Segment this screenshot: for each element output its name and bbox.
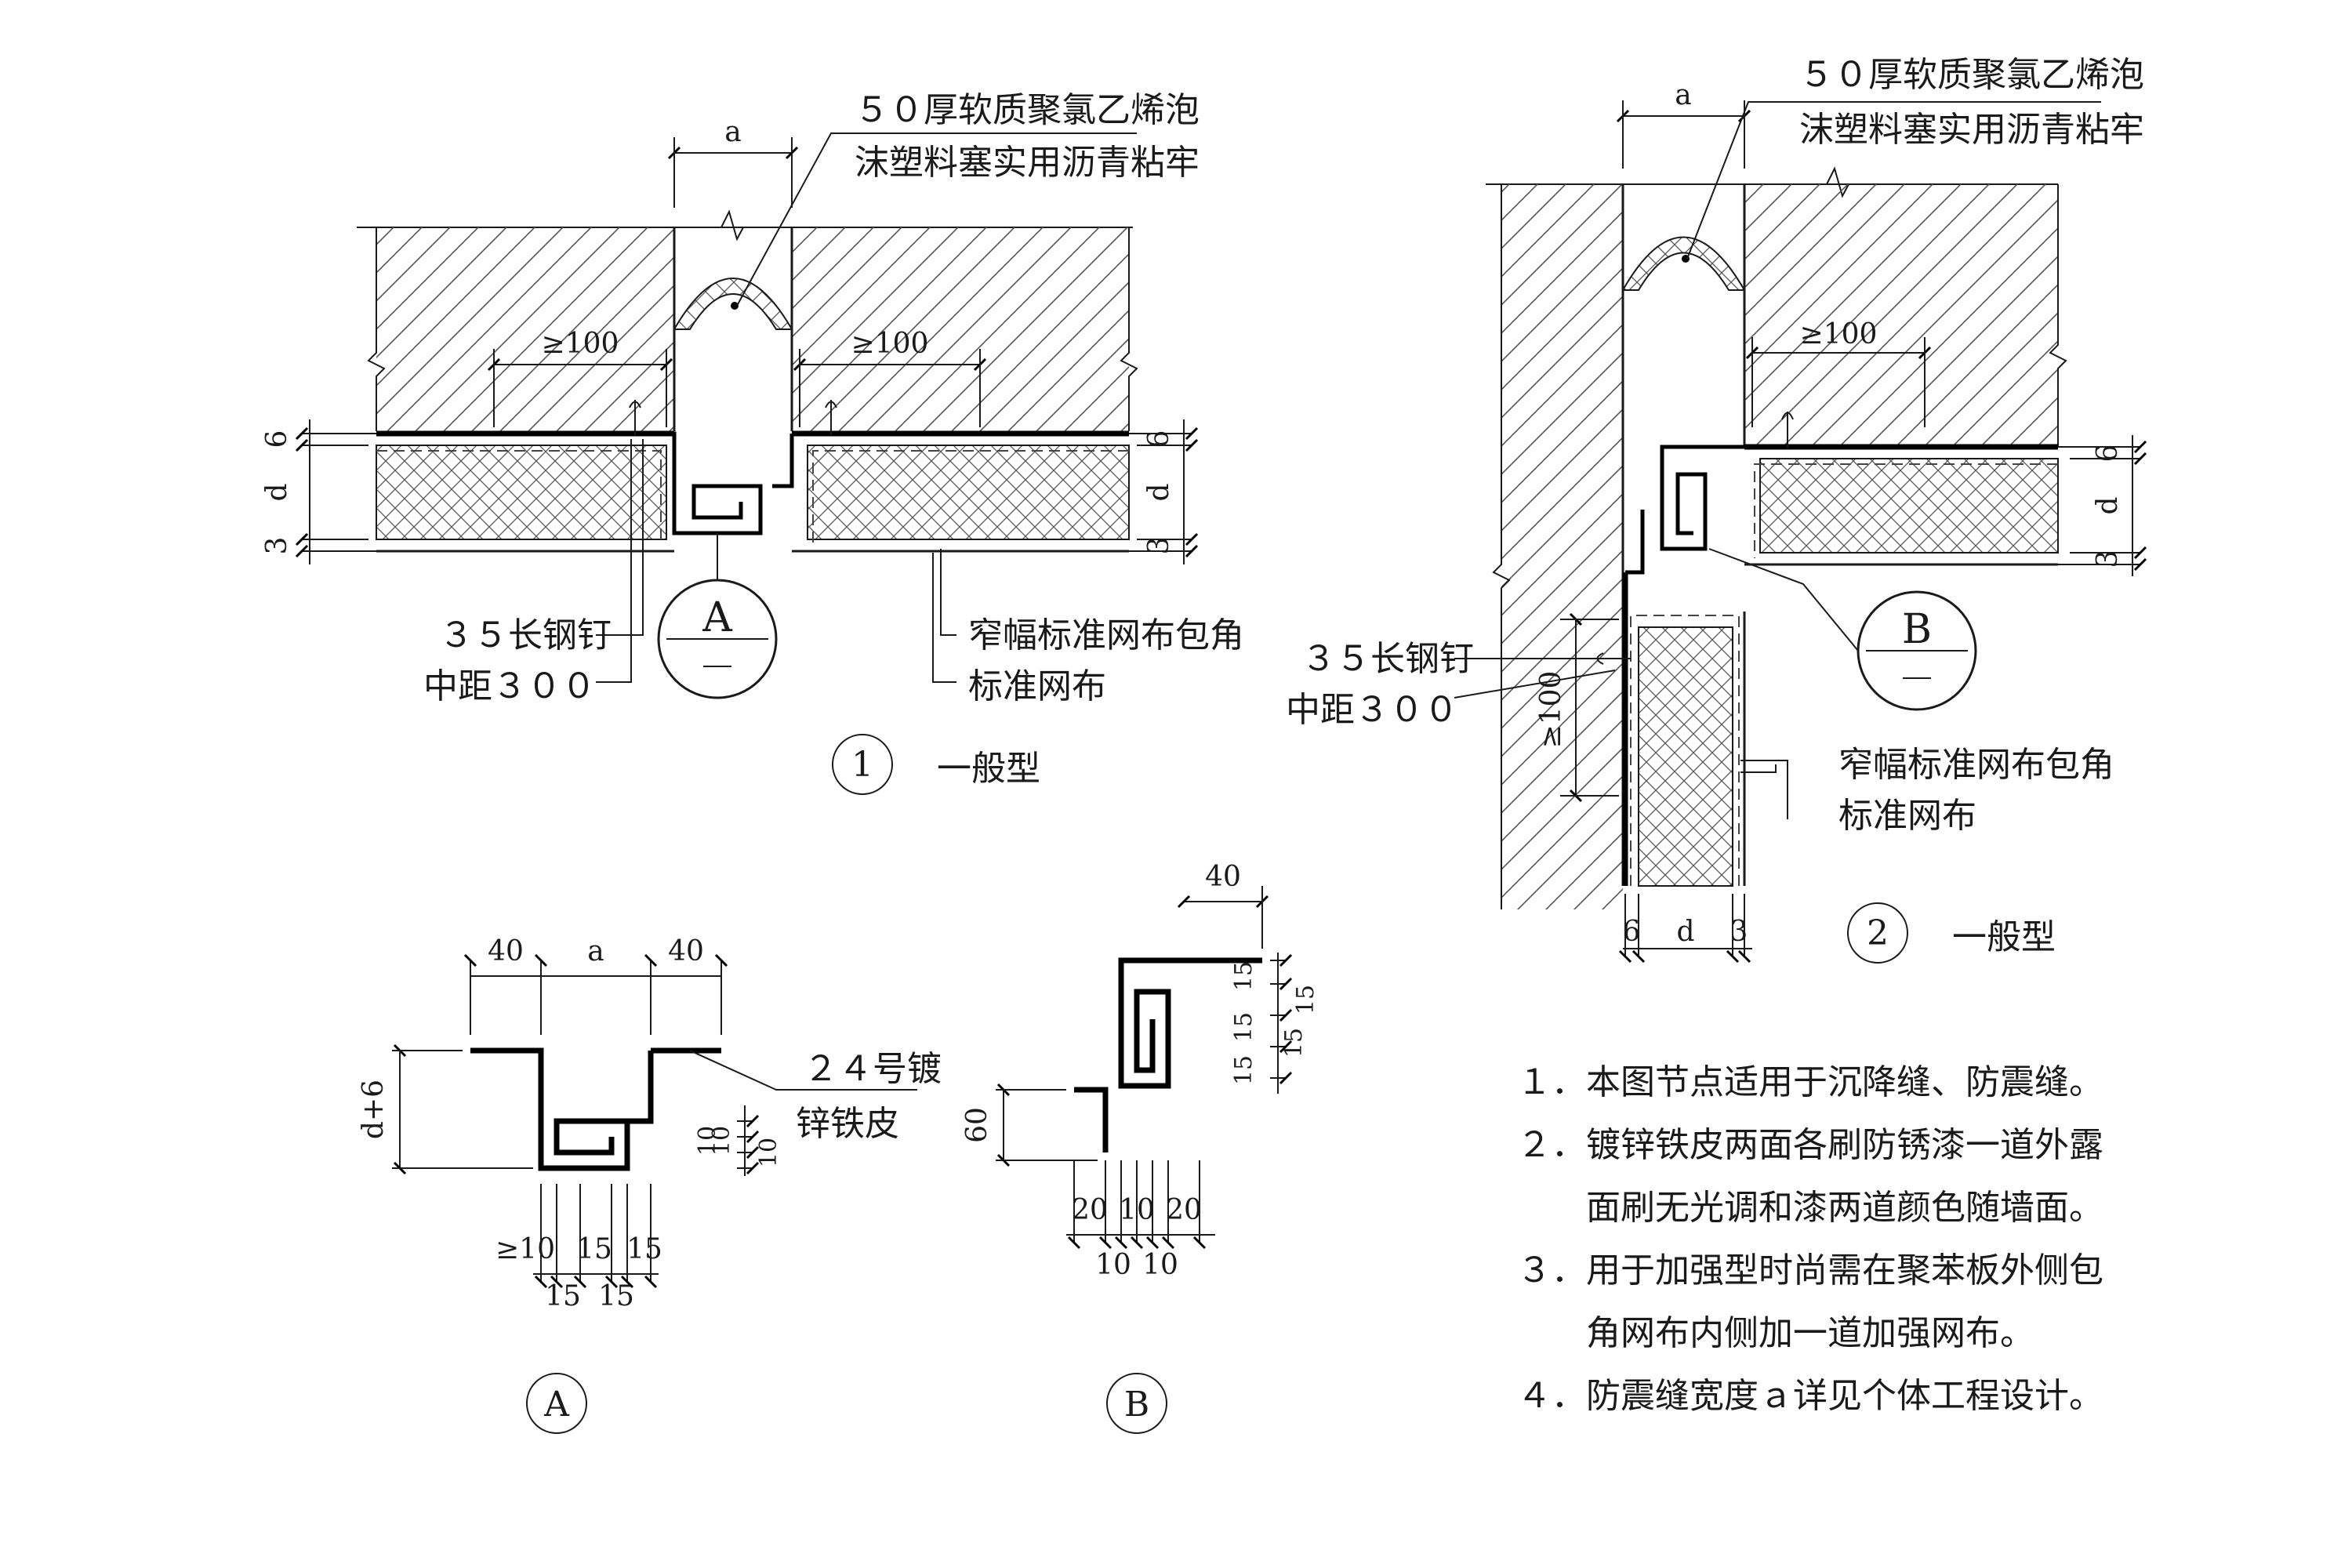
dim-3-right: 3 [1143,537,1175,555]
dim-ge10: ≥10 [495,1233,555,1265]
dim-15-b-2: 15 [1230,1012,1258,1042]
dim-d-plus-6: d+6 [358,1080,390,1139]
dim-10-a-3: 10 [755,1138,782,1167]
foam-backer-rod [673,278,793,330]
section-1-marker [832,734,893,795]
note-1: １．本图节点适用于沉降缝、防震缝。 [1517,1062,2103,1102]
note-2: ２．镀锌铁皮两面各刷防锈漆一道外露 [1517,1125,2103,1165]
dim-6-2-bottom: 6 [1623,916,1641,948]
dim-10-b-1: 10 [1119,1194,1155,1226]
dim-a-1: a [724,116,741,148]
dim-20-b-2: 20 [1166,1194,1202,1226]
dim-a-2: a [1675,79,1691,111]
dim-3-left: 3 [261,537,293,555]
galvanized-sheet-1 [608,431,858,535]
label-mesh-line1-2: 窄幅标准网布包角 [1838,745,2114,785]
insulation-board-right [807,445,1130,540]
detail-b-marker [1106,1373,1167,1434]
label-nail-line2: 中距３００ [423,666,596,706]
dim-d-2: d [2092,496,2124,514]
dim-15-a-4: 15 [598,1280,634,1312]
dim-d-2-bottom: d [1676,916,1694,948]
left-wall-hatch [376,227,674,431]
section-1-type: 一般型 [937,749,1040,789]
dim-40-b: 40 [1205,861,1241,893]
label-foam-line2-2: 沫塑料塞实用沥青粘牢 [1799,110,2144,150]
dim-10-a-1: 10 [694,1126,721,1156]
detail-2-general-type: a ≥100 ≥100 6 d 3 6 d 3 ５０厚软质聚氯乙烯泡 沫塑料塞实… [1286,55,2147,964]
label-nail-line2-2: 中距３００ [1286,690,1458,730]
label-foam-line2: 沫塑料塞实用沥青粘牢 [855,143,1200,183]
dim-6-left: 6 [261,430,293,448]
dim-15-b-3: 15 [1230,1055,1258,1085]
dim-15-b-1: 15 [1230,961,1258,991]
section-2-type: 一般型 [1952,917,2056,957]
detail-b-letter: B [1124,1385,1149,1425]
callout-a-letter: A [702,594,733,641]
dim-ge100-right: ≥100 [851,328,929,360]
detail-a-sheet-profile: 40 a 40 d+6 10 10 10 ２４号镀 锌铁皮 ≥10 15 15 … [358,935,942,1434]
dim-15-b-5: 15 [1280,1028,1308,1058]
callout-b-letter: B [1902,606,1932,653]
note-3-cont: 角网布内侧加一道加强网布。 [1517,1313,2034,1353]
detail-b-sheet-profile: 40 15 15 15 15 15 60 20 10 20 10 10 B [961,861,1319,1434]
label-sheet-line1: ２４号镀 [804,1049,942,1089]
dim-a-detail-a: a [587,935,604,967]
detail-a-letter: A [543,1385,570,1425]
note-3: ３．用于加强型时尚需在聚苯板外侧包 [1517,1250,2103,1290]
label-foam-line1: ５０厚软质聚氯乙烯泡 [855,90,1200,130]
dim-15-a-2: 15 [626,1233,662,1265]
label-foam-line1-2: ５０厚软质聚氯乙烯泡 [1799,55,2144,95]
dim-d-left: d [261,483,293,501]
dim-15-b-4: 15 [1292,985,1319,1014]
dim-3-2-bottom: 3 [1730,916,1748,948]
dim-ge100-left: ≥100 [542,328,619,360]
label-sheet-line2: 锌铁皮 [796,1104,899,1144]
dim-ge100-2-horizontal: ≥100 [1800,318,1878,350]
label-nail-line1-2: ３５长钢钉 [1301,639,1474,679]
dim-d-right: d [1143,483,1175,501]
corner-wall-right [1744,184,2058,447]
dim-15-a-3: 15 [545,1280,581,1312]
label-mesh-line2-2: 标准网布 [1838,796,1976,836]
section-2-marker [1847,902,1908,964]
label-mesh-line1-1: 窄幅标准网布包角 [968,615,1244,655]
insulation-board-2-right [1759,458,2059,554]
general-notes: １．本图节点适用于沉降缝、防震缝。 ２．镀锌铁皮两面各刷防锈漆一道外露 面刷无光… [1517,1062,2103,1416]
detail-a-marker [526,1373,587,1434]
label-mesh-line2-1: 标准网布 [968,666,1106,706]
insulation-board-2-lower [1638,626,1733,887]
dim-40-left-a: 40 [488,935,524,967]
dim-6-2: 6 [2092,445,2124,463]
dim-10-b-2: 10 [1095,1249,1131,1281]
note-4: ４．防震缝宽度ａ详见个体工程设计。 [1517,1376,2103,1416]
foam-backer-rod-2 [1621,236,1746,291]
right-wall-hatch [792,227,1129,431]
dim-6-right: 6 [1143,430,1175,448]
note-2-cont: 面刷无光调和漆两道颜色随墙面。 [1517,1188,2103,1228]
insulation-board-left [376,445,667,540]
corner-wall-left [1501,184,1623,909]
detail-1-general-type: ≥100 ≥100 a 6 d 3 6 d 3 ５０厚软质聚氯乙烯泡 沫塑料塞实… [261,90,1244,795]
dim-15-a-1: 15 [576,1233,612,1265]
dim-60-b: 60 [961,1107,993,1143]
dim-40-right-a: 40 [668,935,704,967]
galvanized-sheet-2 [1625,445,1744,575]
dim-3-2: 3 [2092,550,2124,568]
label-nail-line1: ３５长钢钉 [439,615,612,655]
section-1-number: 1 [851,745,873,785]
dim-10-a-2: 10 [708,1126,735,1156]
section-2-number: 2 [1867,913,1889,953]
dim-10-b-3: 10 [1142,1249,1178,1281]
dim-20-b-1: 20 [1072,1194,1108,1226]
